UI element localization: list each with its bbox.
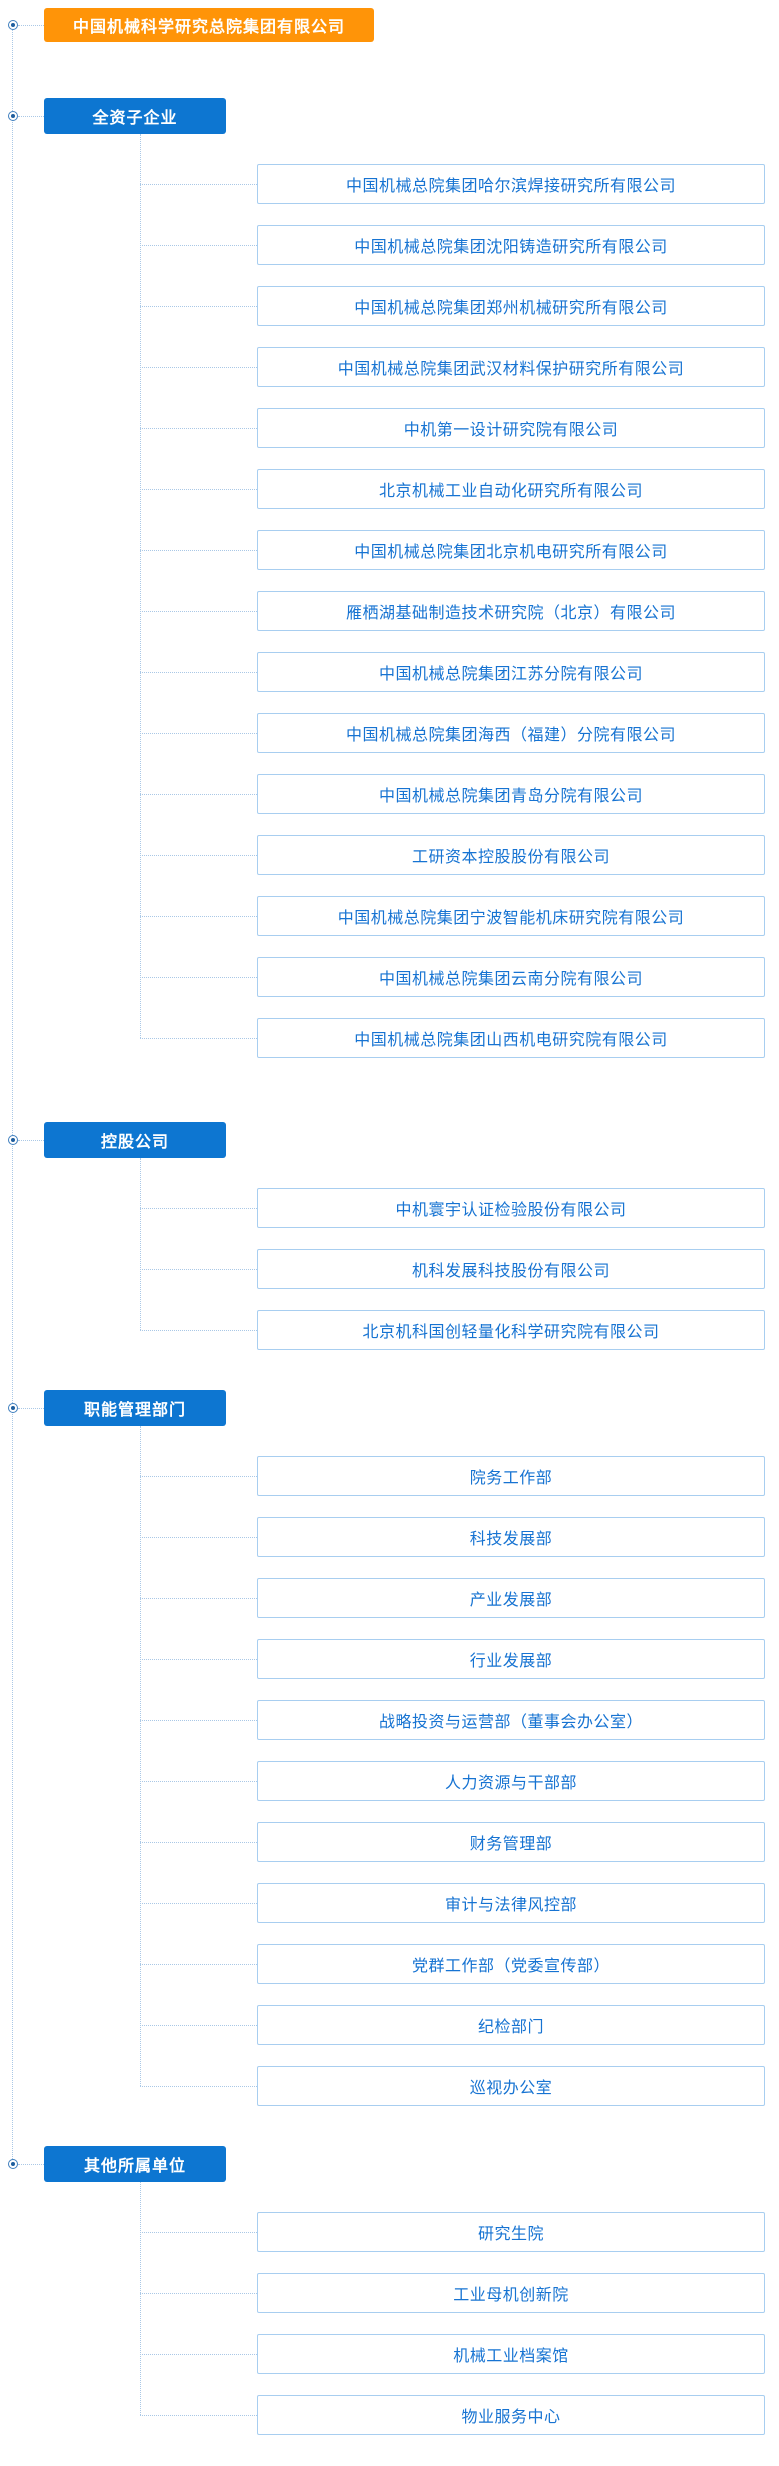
children-group-other-units: 研究生院 工业母机创新院 机械工业档案馆 物业服务中心 (0, 2182, 779, 2435)
children-group-holding: 中机寰宇认证检验股份有限公司 机科发展科技股份有限公司 北京机科国创轻量化科学研… (0, 1158, 779, 1350)
tree-item-row: 纪检部门 (140, 2005, 779, 2045)
org-item-node[interactable]: 中国机械总院集团武汉材料保护研究所有限公司 (257, 347, 765, 387)
collapse-toggle-icon[interactable] (8, 1403, 18, 1413)
tree-item-row: 中国机械总院集团哈尔滨焊接研究所有限公司 (140, 164, 779, 204)
org-item-node[interactable]: 中国机械总院集团青岛分院有限公司 (257, 774, 765, 814)
org-item-node[interactable]: 中国机械总院集团山西机电研究院有限公司 (257, 1018, 765, 1058)
org-item-node[interactable]: 中机寰宇认证检验股份有限公司 (257, 1188, 765, 1228)
tree-item-row: 中国机械总院集团宁波智能机床研究院有限公司 (140, 896, 779, 936)
tree-item-row: 人力资源与干部部 (140, 1761, 779, 1801)
children-group-wholly-owned: 中国机械总院集团哈尔滨焊接研究所有限公司 中国机械总院集团沈阳铸造研究所有限公司… (0, 134, 779, 1058)
tree-item-row: 物业服务中心 (140, 2395, 779, 2435)
org-item-node[interactable]: 中国机械总院集团云南分院有限公司 (257, 957, 765, 997)
tree-item-row: 机科发展科技股份有限公司 (140, 1249, 779, 1289)
org-item-node[interactable]: 物业服务中心 (257, 2395, 765, 2435)
tree-item-row: 中国机械总院集团郑州机械研究所有限公司 (140, 286, 779, 326)
tree-item-row: 中国机械总院集团沈阳铸造研究所有限公司 (140, 225, 779, 265)
org-item-node[interactable]: 机科发展科技股份有限公司 (257, 1249, 765, 1289)
tree-item-row: 党群工作部（党委宣传部） (140, 1944, 779, 1984)
tree-item-row: 北京机科国创轻量化科学研究院有限公司 (140, 1310, 779, 1350)
tree-item-row: 审计与法律风控部 (140, 1883, 779, 1923)
tree-item-row: 研究生院 (140, 2212, 779, 2252)
org-item-node[interactable]: 中国机械总院集团北京机电研究所有限公司 (257, 530, 765, 570)
connector-line (18, 115, 44, 117)
section-wholly-owned: 全资子企业 中国机械总院集团哈尔滨焊接研究所有限公司 中国机械总院集团沈阳铸造研… (0, 98, 779, 1058)
org-item-node[interactable]: 中国机械总院集团沈阳铸造研究所有限公司 (257, 225, 765, 265)
collapse-toggle-icon[interactable] (8, 20, 18, 30)
category-node-wholly-owned: 全资子企业 (44, 98, 226, 134)
tree-item-row: 巡视办公室 (140, 2066, 779, 2106)
org-item-node[interactable]: 纪检部门 (257, 2005, 765, 2045)
collapse-toggle-icon[interactable] (8, 2159, 18, 2169)
org-item-node[interactable]: 北京机科国创轻量化科学研究院有限公司 (257, 1310, 765, 1350)
tree-item-row: 科技发展部 (140, 1517, 779, 1557)
connector-line (18, 24, 44, 26)
tree-item-row: 产业发展部 (140, 1578, 779, 1618)
org-item-node[interactable]: 北京机械工业自动化研究所有限公司 (257, 469, 765, 509)
children-group-departments: 院务工作部 科技发展部 产业发展部 行业发展部 战略投资与运营部（董事会办公室）… (0, 1426, 779, 2106)
category-node-holding: 控股公司 (44, 1122, 226, 1158)
tree-item-row: 中机寰宇认证检验股份有限公司 (140, 1188, 779, 1228)
org-item-node[interactable]: 工业母机创新院 (257, 2273, 765, 2313)
category-node-departments: 职能管理部门 (44, 1390, 226, 1426)
org-item-node[interactable]: 院务工作部 (257, 1456, 765, 1496)
category-row-other-units: 其他所属单位 (0, 2146, 779, 2182)
section-departments: 职能管理部门 院务工作部 科技发展部 产业发展部 行业发展部 战略投资与运营部（… (0, 1390, 779, 2106)
tree-item-row: 行业发展部 (140, 1639, 779, 1679)
tree-item-row: 机械工业档案馆 (140, 2334, 779, 2374)
org-item-node[interactable]: 中机第一设计研究院有限公司 (257, 408, 765, 448)
tree-item-row: 院务工作部 (140, 1456, 779, 1496)
org-item-node[interactable]: 行业发展部 (257, 1639, 765, 1679)
tree-item-row: 中机第一设计研究院有限公司 (140, 408, 779, 448)
org-item-node[interactable]: 党群工作部（党委宣传部） (257, 1944, 765, 1984)
tree-item-row: 中国机械总院集团山西机电研究院有限公司 (140, 1018, 779, 1058)
org-item-node[interactable]: 审计与法律风控部 (257, 1883, 765, 1923)
tree-item-row: 中国机械总院集团海西（福建）分院有限公司 (140, 713, 779, 753)
connector-line (18, 2163, 44, 2165)
org-item-node[interactable]: 战略投资与运营部（董事会办公室） (257, 1700, 765, 1740)
section-other-units: 其他所属单位 研究生院 工业母机创新院 机械工业档案馆 物业服务中心 (0, 2146, 779, 2435)
tree-item-row: 财务管理部 (140, 1822, 779, 1862)
section-holding: 控股公司 中机寰宇认证检验股份有限公司 机科发展科技股份有限公司 北京机科国创轻… (0, 1122, 779, 1350)
org-item-node[interactable]: 人力资源与干部部 (257, 1761, 765, 1801)
org-item-node[interactable]: 科技发展部 (257, 1517, 765, 1557)
org-item-node[interactable]: 中国机械总院集团哈尔滨焊接研究所有限公司 (257, 164, 765, 204)
org-item-node[interactable]: 机械工业档案馆 (257, 2334, 765, 2374)
connector-line (18, 1139, 44, 1141)
org-item-node[interactable]: 中国机械总院集团宁波智能机床研究院有限公司 (257, 896, 765, 936)
category-row-departments: 职能管理部门 (0, 1390, 779, 1426)
tree-item-row: 工研资本控股股份有限公司 (140, 835, 779, 875)
org-item-node[interactable]: 雁栖湖基础制造技术研究院（北京）有限公司 (257, 591, 765, 631)
org-item-node[interactable]: 财务管理部 (257, 1822, 765, 1862)
org-item-node[interactable]: 中国机械总院集团郑州机械研究所有限公司 (257, 286, 765, 326)
tree-item-row: 北京机械工业自动化研究所有限公司 (140, 469, 779, 509)
connector-line (18, 1407, 44, 1409)
tree-item-row: 战略投资与运营部（董事会办公室） (140, 1700, 779, 1740)
tree-item-row: 中国机械总院集团北京机电研究所有限公司 (140, 530, 779, 570)
trunk-connector-line (12, 25, 13, 2165)
tree-item-row: 工业母机创新院 (140, 2273, 779, 2313)
collapse-toggle-icon[interactable] (8, 1135, 18, 1145)
collapse-toggle-icon[interactable] (8, 111, 18, 121)
org-item-node[interactable]: 研究生院 (257, 2212, 765, 2252)
org-item-node[interactable]: 中国机械总院集团江苏分院有限公司 (257, 652, 765, 692)
tree-item-row: 中国机械总院集团云南分院有限公司 (140, 957, 779, 997)
root-node: 中国机械科学研究总院集团有限公司 (44, 8, 374, 42)
org-item-node[interactable]: 中国机械总院集团海西（福建）分院有限公司 (257, 713, 765, 753)
tree-item-row: 中国机械总院集团武汉材料保护研究所有限公司 (140, 347, 779, 387)
category-row-holding: 控股公司 (0, 1122, 779, 1158)
tree-item-row: 雁栖湖基础制造技术研究院（北京）有限公司 (140, 591, 779, 631)
org-item-node[interactable]: 产业发展部 (257, 1578, 765, 1618)
category-row-wholly-owned: 全资子企业 (0, 98, 779, 134)
org-item-node[interactable]: 工研资本控股股份有限公司 (257, 835, 765, 875)
tree-item-row: 中国机械总院集团江苏分院有限公司 (140, 652, 779, 692)
root-node-row: 中国机械科学研究总院集团有限公司 (0, 8, 779, 42)
tree-item-row: 中国机械总院集团青岛分院有限公司 (140, 774, 779, 814)
org-item-node[interactable]: 巡视办公室 (257, 2066, 765, 2106)
category-node-other-units: 其他所属单位 (44, 2146, 226, 2182)
